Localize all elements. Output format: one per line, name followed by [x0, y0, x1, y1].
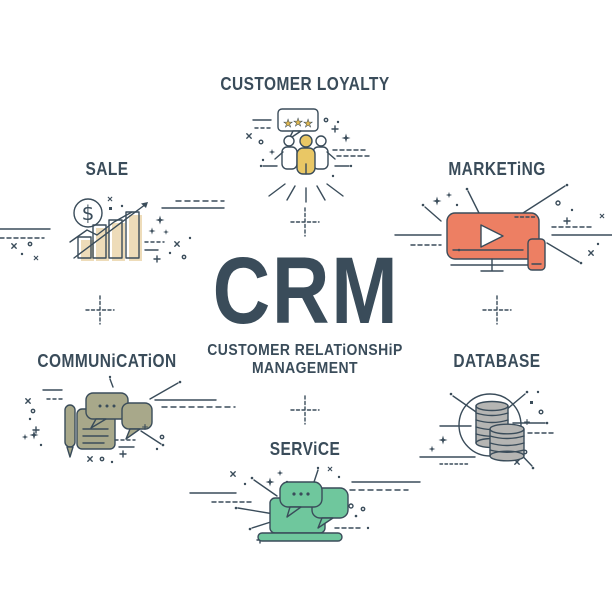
laptop-chat-support-icon	[189, 466, 421, 544]
trend-arrow-line	[73, 203, 147, 259]
tv-stand	[450, 258, 530, 272]
page-subtitle-line2: MANAGEMENT	[251, 360, 359, 377]
section-label-customer-loyalty: CUSTOMER LOYALTY	[220, 74, 390, 94]
people-group	[274, 134, 336, 175]
chat-bubble-plain	[121, 402, 153, 440]
stacked-data-disks-icon	[419, 390, 556, 470]
dollar-icon: $	[82, 201, 95, 225]
growth-bar-chart-dollar-icon: $	[0, 196, 225, 263]
phone-shape	[527, 238, 546, 271]
section-label-service: SERViCE	[269, 439, 341, 459]
disk-stack-front	[489, 423, 525, 462]
rating-speech-bubble: ★ ★ ★	[277, 108, 319, 140]
crosshair-icon	[482, 295, 512, 325]
section-label-marketing: MARKETiNG	[448, 159, 546, 179]
section-label-database: DATABASE	[453, 351, 541, 371]
star-icon: ★	[283, 117, 293, 130]
crosshair-icon	[85, 295, 115, 325]
star-icon: ★	[293, 116, 303, 129]
page-title: CRM	[212, 238, 400, 344]
section-label-sale: SALE	[85, 159, 129, 179]
document-text-lines	[82, 428, 109, 444]
crosshair-icon	[290, 207, 320, 237]
chat-bubbles-document-pen-icon	[21, 375, 236, 464]
trend-zigzag-line	[69, 211, 133, 243]
bar-chart-outline	[77, 211, 140, 259]
people-with-rating-stars-icon: ★ ★ ★	[246, 108, 370, 203]
page-subtitle-line1: CUSTOMER RELATiONSHiP	[207, 342, 403, 359]
crosshair-icon	[290, 395, 320, 425]
dollar-circle: $	[73, 198, 103, 228]
pen-shape	[64, 404, 76, 458]
video-player-screen-icon	[394, 183, 612, 272]
section-label-communication: COMMUNiCATiON	[37, 351, 177, 371]
star-icon: ★	[303, 117, 313, 130]
play-icon	[480, 224, 504, 248]
